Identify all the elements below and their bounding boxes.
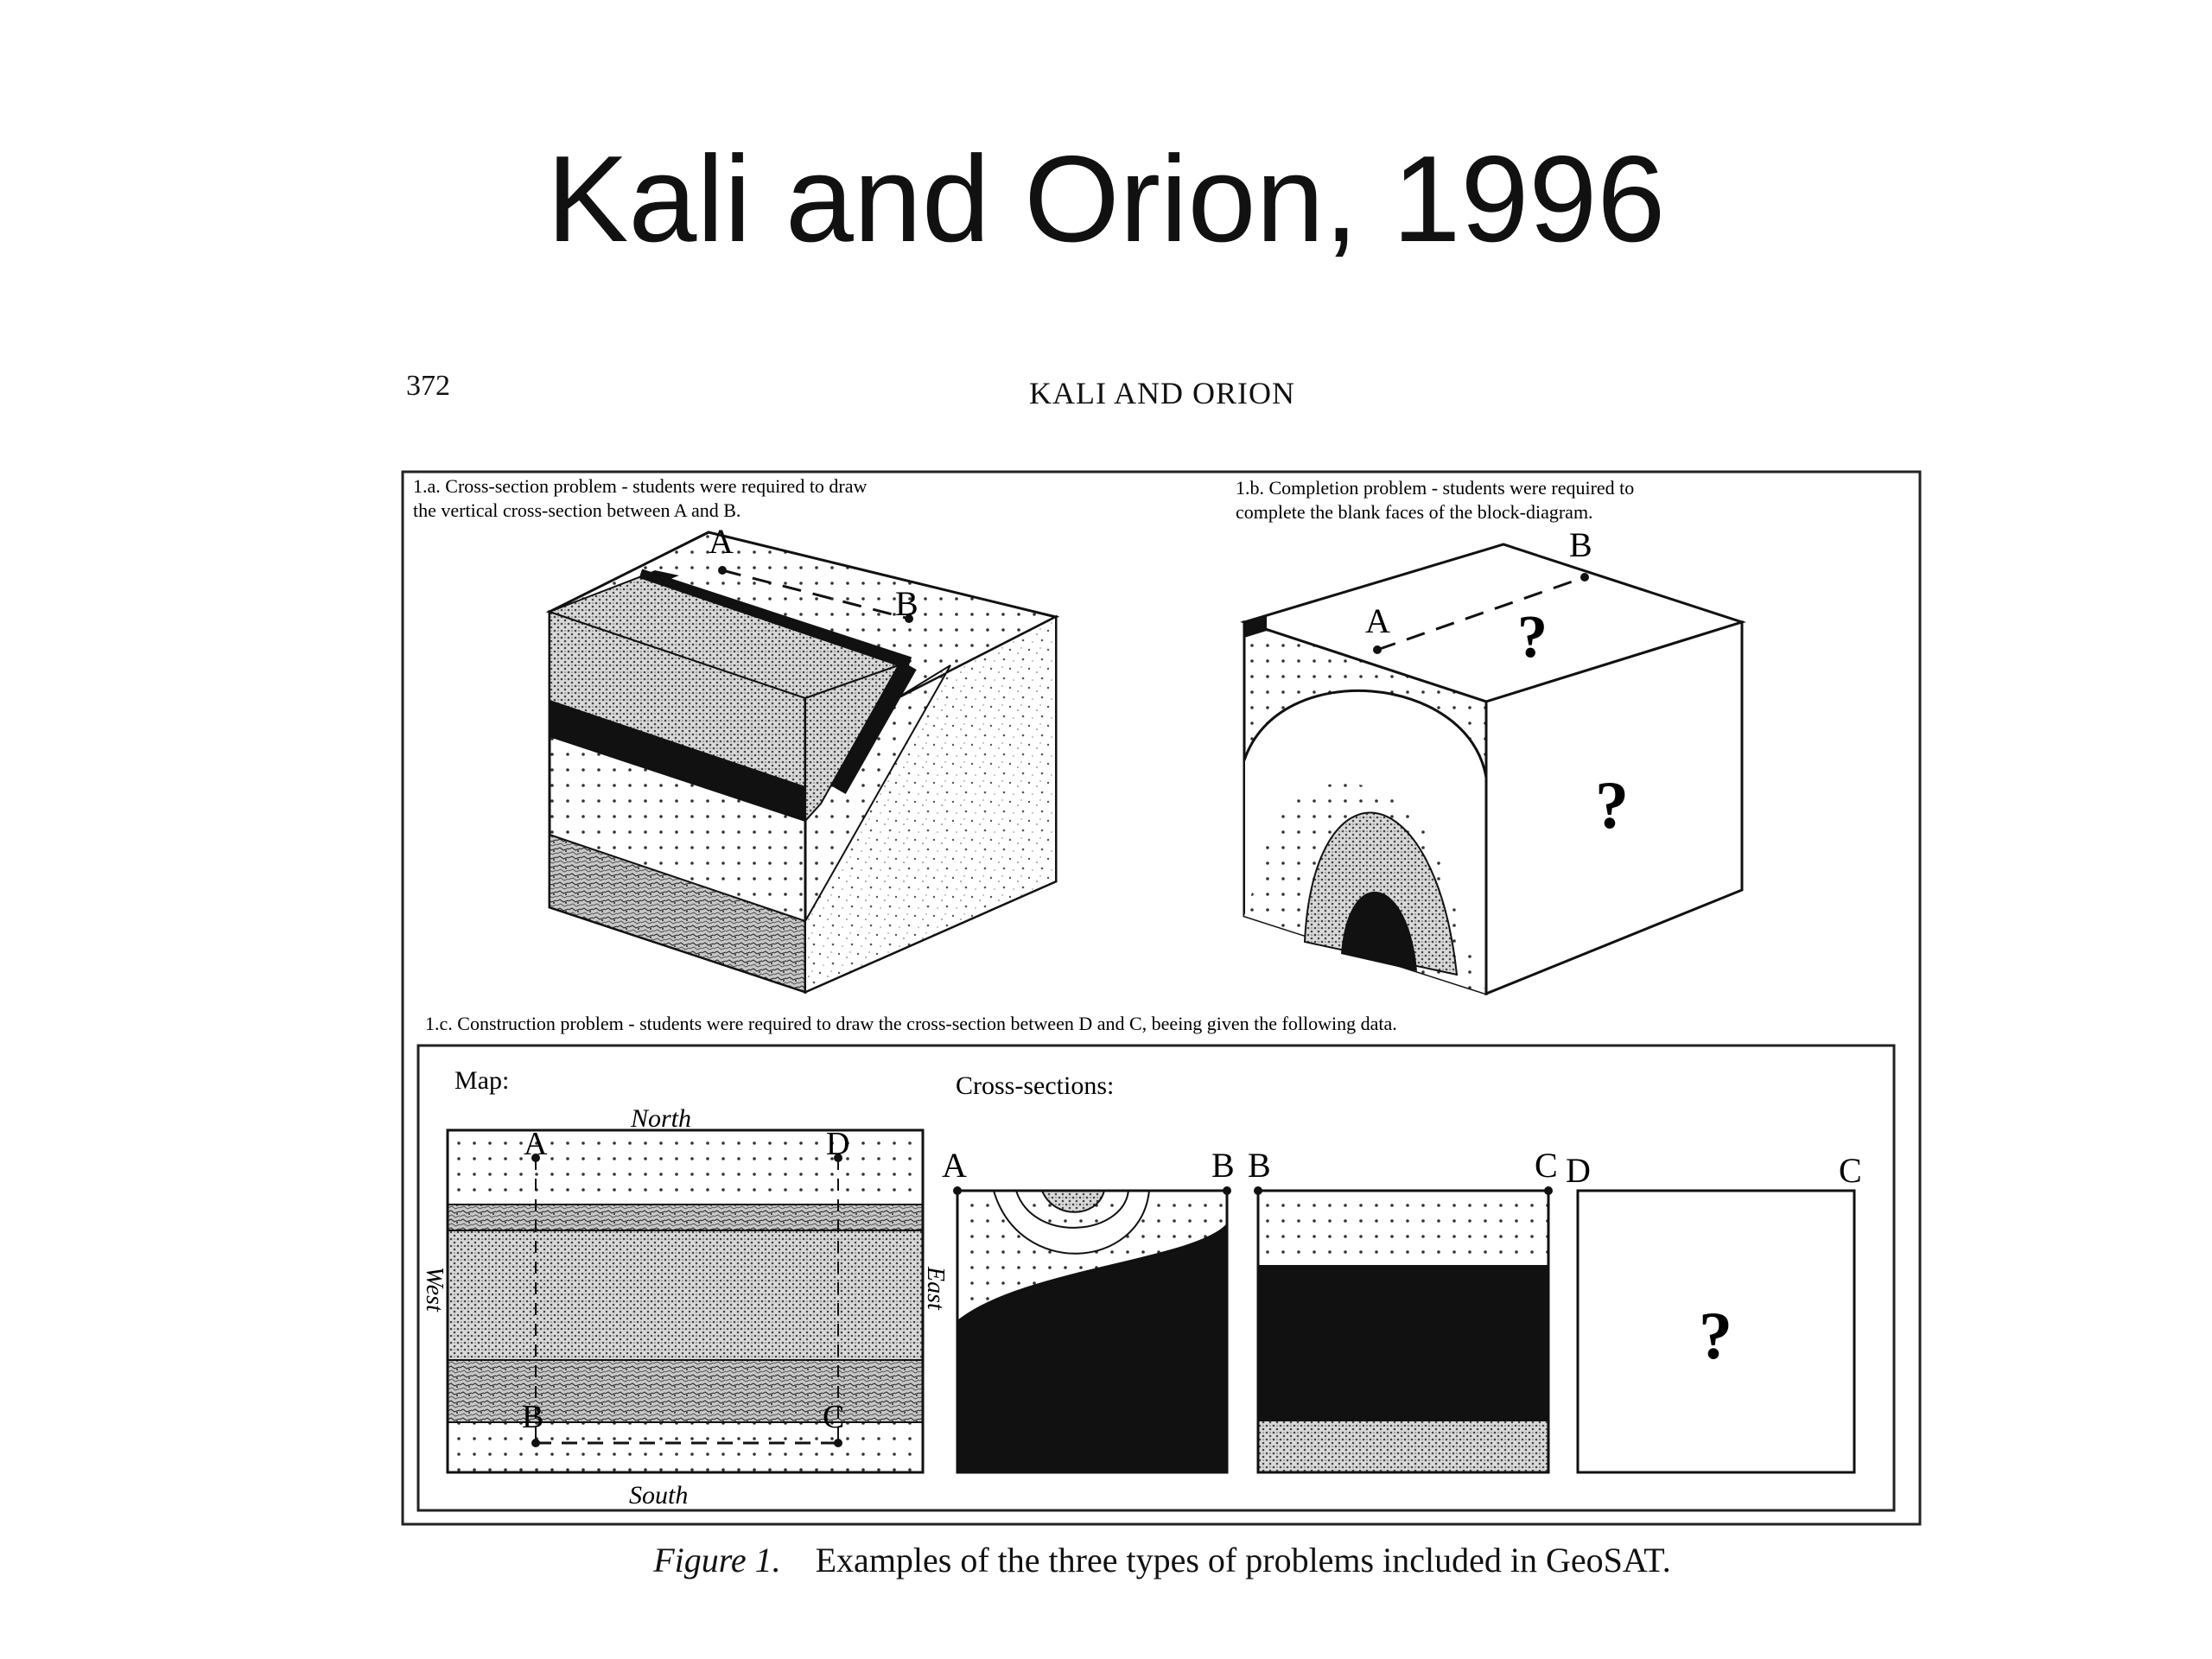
figure-caption: Figure 1. Examples of the three types of …	[0, 1540, 2212, 1580]
page-number: 372	[406, 370, 450, 402]
section-dc-unknown: ?	[1699, 1298, 1732, 1373]
panel-c-caption: 1.c. Construction problem - students wer…	[425, 1013, 1397, 1034]
panel-b-unknown-top: ?	[1517, 604, 1548, 671]
panel-b-block-diagram	[1239, 543, 1746, 996]
slide-title: Kali and Orion, 1996	[546, 130, 1666, 268]
panel-a-caption-line2: the vertical cross-section between A and…	[413, 499, 741, 521]
map-north-label: North	[630, 1104, 691, 1133]
figure-frame	[401, 470, 1922, 1526]
section-bc-right-label: C	[1535, 1146, 1558, 1185]
geologic-map	[446, 1128, 925, 1474]
cross-section-b-c	[1254, 1186, 1553, 1474]
section-ab-right-label: B	[1211, 1146, 1235, 1185]
running-head: KALI AND ORION	[1029, 376, 1295, 410]
panel-a-point-a: A	[709, 522, 734, 561]
section-ab-left-label: A	[942, 1146, 967, 1185]
cross-section-d-c	[1576, 1189, 1856, 1474]
map-label: Map:	[454, 1066, 509, 1095]
cross-sections-label: Cross-sections:	[956, 1071, 1114, 1100]
map-south-label: South	[629, 1481, 688, 1510]
map-point-d: D	[826, 1126, 849, 1162]
panel-a-block-diagram	[545, 531, 1060, 995]
panel-b-caption-line1: 1.b. Completion problem - students were …	[1236, 477, 1634, 499]
figure-caption-text: Examples of the three types of problems …	[815, 1541, 1671, 1580]
map-point-a: A	[524, 1126, 548, 1162]
map-point-c: C	[823, 1399, 844, 1435]
cross-section-a-b	[953, 1186, 1231, 1474]
section-dc-right-label: C	[1839, 1151, 1862, 1190]
panel-b-caption-line2: complete the blank faces of the block-di…	[1236, 501, 1593, 523]
section-bc-left-label: B	[1248, 1146, 1271, 1185]
figure-label: Figure 1.	[653, 1541, 781, 1580]
panel-a-caption-line1: 1.a. Cross-section problem - students we…	[413, 475, 868, 497]
section-dc-left-label: D	[1566, 1151, 1591, 1190]
panel-b-point-b: B	[1569, 525, 1592, 564]
map-west-label: West	[421, 1267, 448, 1313]
map-point-b: B	[522, 1399, 543, 1435]
panel-c-frame	[416, 1044, 1896, 1512]
panel-a-point-b: B	[895, 584, 918, 623]
panel-b-point-a: A	[1365, 601, 1390, 640]
panel-b-unknown-side: ?	[1595, 767, 1629, 842]
map-east-label: East	[922, 1266, 949, 1311]
